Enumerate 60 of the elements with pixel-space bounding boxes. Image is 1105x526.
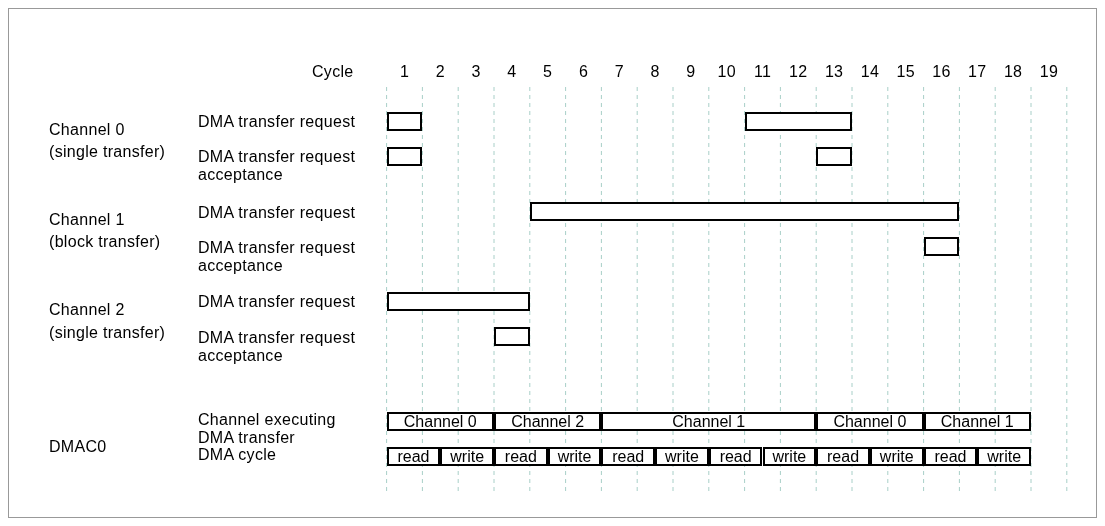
cycle-number: 12 xyxy=(788,63,809,81)
signal-pulse xyxy=(386,292,530,311)
channel-mode-label: (single transfer) xyxy=(49,324,166,342)
channel-label: Channel 1 xyxy=(49,211,125,229)
signal-pulse xyxy=(386,112,423,131)
channel-segment: Channel 2 xyxy=(494,412,602,431)
cycle-number: 3 xyxy=(470,63,482,81)
bus-cycle-cell: read xyxy=(601,447,656,466)
controller-label: DMAC0 xyxy=(49,438,107,456)
channel-segment: Channel 1 xyxy=(923,412,1031,431)
bus-cycle-cell: write xyxy=(977,447,1031,466)
signal-label: DMA transfer request acceptance xyxy=(198,329,357,365)
bus-cycle-cell: write xyxy=(869,447,924,466)
cycle-number: 16 xyxy=(931,63,952,81)
cycle-number: 10 xyxy=(716,63,737,81)
channel-label: Channel 0 xyxy=(49,121,125,139)
cycle-number: 2 xyxy=(434,63,446,81)
bus-cycle-cell: read xyxy=(816,447,870,466)
signal-pulse xyxy=(816,147,852,166)
bus-cycle-cell: write xyxy=(655,447,709,466)
channel-mode-label: (block transfer) xyxy=(49,233,161,251)
cycle-number: 7 xyxy=(613,63,625,81)
bus-cycle-cell: read xyxy=(708,447,763,466)
cycle-number: 8 xyxy=(649,63,661,81)
bus-cycle-cell: write xyxy=(762,447,817,466)
signal-label: DMA transfer request acceptance xyxy=(198,148,357,184)
cycle-number: 19 xyxy=(1038,63,1060,81)
cycle-number: 15 xyxy=(895,63,916,81)
signal-pulse xyxy=(923,237,960,256)
signal-label: DMA transfer request xyxy=(198,113,356,131)
signal-pulse xyxy=(744,112,852,131)
signal-label: DMA cycle xyxy=(198,446,277,464)
cycle-number: 6 xyxy=(577,63,590,81)
cycle-number: 1 xyxy=(398,63,411,81)
channel-segment: Channel 0 xyxy=(816,412,924,431)
bus-cycle-cell: read xyxy=(494,447,548,466)
signal-label: DMA transfer request xyxy=(198,204,356,222)
signal-label: DMA transfer request xyxy=(198,293,356,311)
signal-label: DMA transfer request acceptance xyxy=(198,239,357,275)
signal-label: Channel executing DMA transfer xyxy=(198,411,337,447)
bus-cycle-cell: read xyxy=(923,447,978,466)
cycle-number: 5 xyxy=(542,63,554,81)
channel-mode-label: (single transfer) xyxy=(49,143,166,161)
bus-cycle-cell: read xyxy=(386,447,441,466)
cycle-number: 11 xyxy=(752,63,773,81)
bus-cycle-cell: write xyxy=(440,447,494,466)
channel-label: Channel 2 xyxy=(49,301,125,319)
cycle-number: 17 xyxy=(967,63,988,81)
cycle-number: 18 xyxy=(1002,63,1024,81)
axis-title: Cycle xyxy=(312,63,354,81)
cycle-number: 9 xyxy=(685,63,697,81)
signal-pulse xyxy=(386,147,423,166)
signal-pulse xyxy=(494,327,530,346)
cycle-number: 13 xyxy=(823,63,845,81)
cycle-number: 4 xyxy=(506,63,518,81)
bus-cycle-cell: write xyxy=(547,447,602,466)
cycle-number: 14 xyxy=(859,63,881,81)
channel-segment: Channel 1 xyxy=(601,412,817,431)
channel-segment: Channel 0 xyxy=(386,412,494,431)
signal-pulse xyxy=(529,202,960,221)
